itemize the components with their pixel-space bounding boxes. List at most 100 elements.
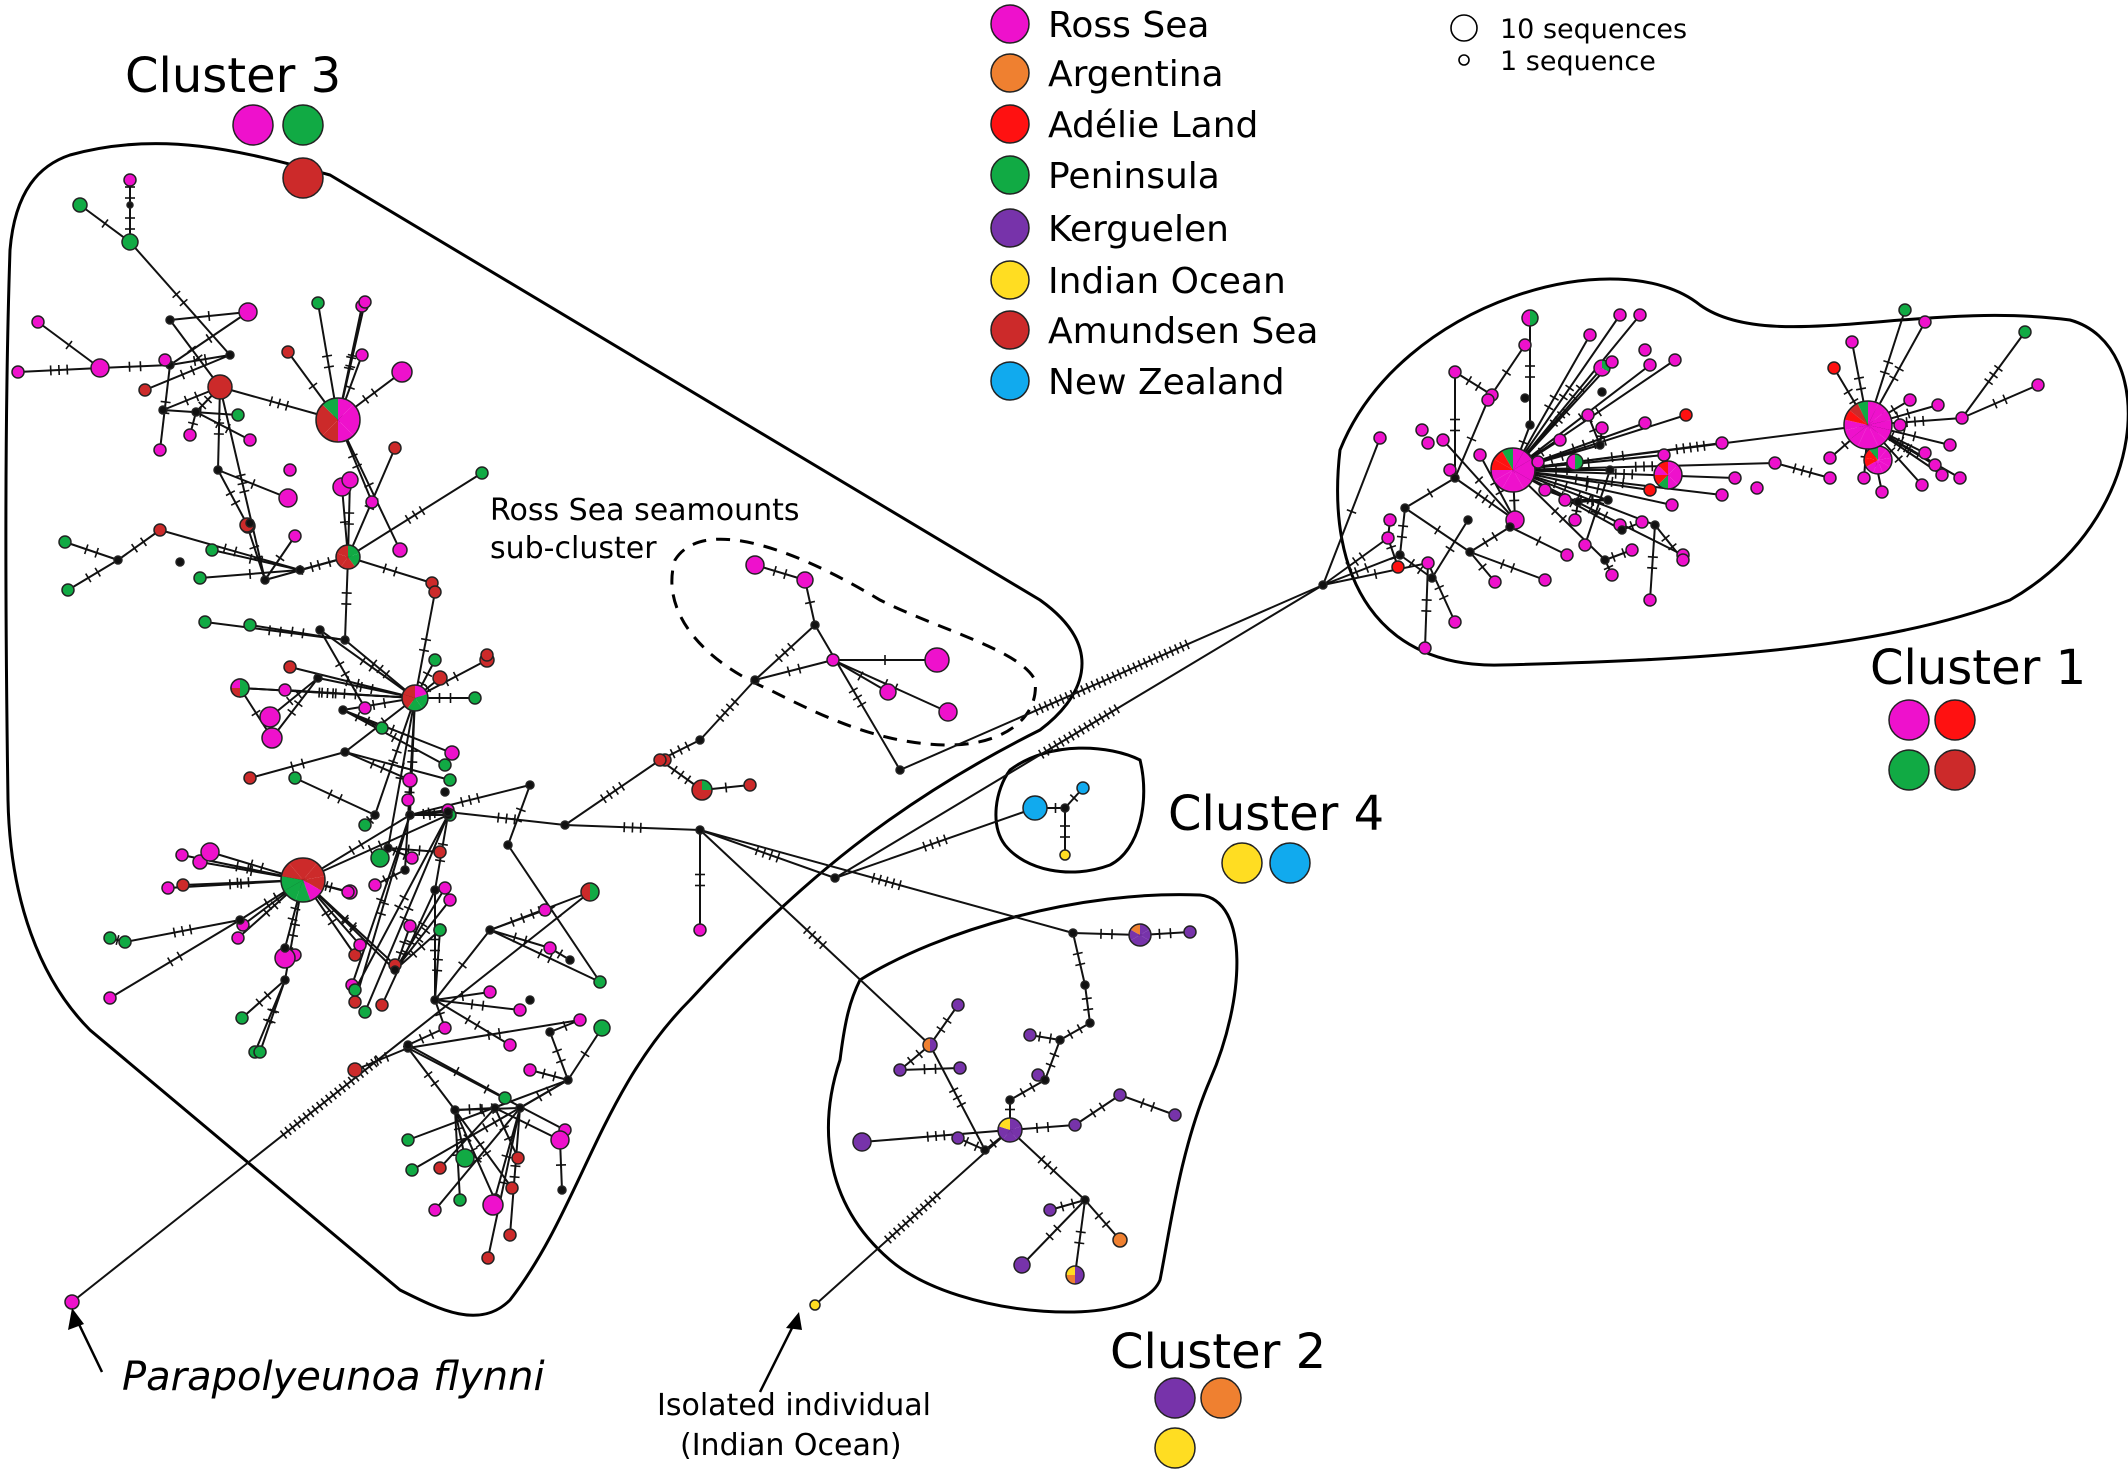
mutation-tick <box>460 796 464 808</box>
haplotype-node <box>1613 308 1627 322</box>
pie-rim <box>335 544 361 570</box>
haplotype-node <box>438 1021 452 1035</box>
haplotype-node <box>1903 393 1917 407</box>
haplotype-node <box>1953 471 1967 485</box>
mutation-tick <box>285 696 294 706</box>
mutation-tick <box>1518 439 1529 445</box>
network-edge <box>699 829 931 1046</box>
haplotype-node <box>280 943 290 953</box>
mutation-tick <box>1106 673 1112 684</box>
network-edge <box>929 1004 959 1046</box>
mutation-tick <box>1037 1031 1042 1042</box>
pie-slice <box>702 780 712 790</box>
mutation-tick <box>1064 691 1070 702</box>
mutation-tick <box>249 544 260 550</box>
mutation-tick <box>1474 381 1482 392</box>
mutation-tick <box>179 298 188 307</box>
mutation-tick <box>915 1049 924 1059</box>
pie-slice <box>288 858 303 880</box>
mutation-tick <box>472 1157 483 1163</box>
mutation-tick <box>418 845 421 856</box>
subcluster-label-line1: Ross Sea seamounts <box>490 493 800 528</box>
network-edge <box>834 584 1324 879</box>
haplotype-node <box>980 1145 990 1155</box>
haplotype-node <box>1638 343 1652 357</box>
mutation-tick <box>383 1051 390 1062</box>
pie-slice <box>1075 1266 1084 1275</box>
network-edge <box>302 814 449 881</box>
mutation-tick <box>768 850 774 861</box>
mutation-tick <box>897 880 902 891</box>
legend-swatch-ross-sea <box>990 4 1030 44</box>
network-edge <box>317 677 416 699</box>
haplotype-node <box>481 1251 495 1265</box>
haplotype-node <box>557 1185 567 1195</box>
haplotype-node <box>283 463 297 477</box>
network-edge <box>67 559 119 591</box>
mutation-tick <box>394 904 404 911</box>
haplotype-pie-node <box>1566 453 1584 471</box>
mutation-tick <box>1574 474 1578 485</box>
mutation-tick <box>1510 562 1516 573</box>
legend-label-kerguelen: Kerguelen <box>1048 209 1229 250</box>
mutation-tick <box>376 664 384 674</box>
cluster-2-badges <box>1154 1377 1242 1469</box>
mutation-tick <box>476 792 480 804</box>
network-edge <box>195 411 251 441</box>
pie-slice <box>322 398 338 420</box>
network-edge <box>217 469 249 527</box>
mutation-tick <box>1610 551 1616 562</box>
haplotype-node <box>355 348 369 362</box>
mutation-tick <box>605 789 613 800</box>
mutation-tick <box>409 949 418 958</box>
haplotype-node <box>1531 455 1545 469</box>
mutation-tick <box>311 1105 319 1114</box>
mutation-tick <box>552 914 562 922</box>
mutation-tick <box>1398 524 1409 528</box>
mutation-tick <box>252 555 263 561</box>
outgroup-species-label: Parapolyeunoa flynni <box>122 1354 545 1400</box>
mutation-tick <box>1565 384 1575 392</box>
haplotype-node <box>503 1228 517 1242</box>
network-edge <box>564 759 661 826</box>
mutation-tick <box>320 1097 328 1107</box>
haplotype-node <box>895 765 905 775</box>
mutation-tick <box>198 401 207 410</box>
mutation-tick <box>329 1090 337 1100</box>
mutation-tick <box>505 813 508 824</box>
mutation-tick <box>1879 370 1890 376</box>
haplotype-node <box>1505 522 1515 532</box>
pie-slice <box>692 780 702 790</box>
haplotype-node <box>392 542 408 558</box>
mutation-tick <box>1049 1052 1060 1058</box>
network-edge <box>507 844 601 983</box>
mutation-tick <box>897 1223 906 1232</box>
haplotype-node <box>953 1061 967 1075</box>
mutation-tick <box>1073 728 1080 738</box>
mutation-tick <box>677 770 685 780</box>
mutation-tick <box>301 628 305 639</box>
mutation-tick <box>1173 644 1180 654</box>
mutation-tick <box>1088 719 1095 729</box>
mutation-tick <box>432 969 443 972</box>
mutation-tick <box>433 808 436 819</box>
haplotype-node <box>1597 387 1607 397</box>
mutation-tick <box>364 482 374 488</box>
haplotype-node <box>440 787 450 797</box>
mutation-tick <box>343 688 346 699</box>
network-edge <box>1044 1039 1061 1081</box>
cluster-4-title: Cluster 4 <box>1168 786 1384 842</box>
mutation-tick <box>239 878 243 889</box>
haplotype-node <box>175 557 185 567</box>
mutation-tick <box>233 546 238 557</box>
mutation-tick <box>599 794 607 804</box>
pie-slice <box>692 790 702 800</box>
pie-slice <box>702 790 712 800</box>
haplotype-node <box>453 1193 467 1207</box>
mutation-tick <box>237 481 248 486</box>
mutation-tick <box>1069 794 1079 802</box>
mutation-tick <box>1563 481 1569 492</box>
mutation-tick <box>290 761 295 772</box>
network-edge <box>489 929 601 983</box>
haplotype-node <box>1553 433 1567 447</box>
